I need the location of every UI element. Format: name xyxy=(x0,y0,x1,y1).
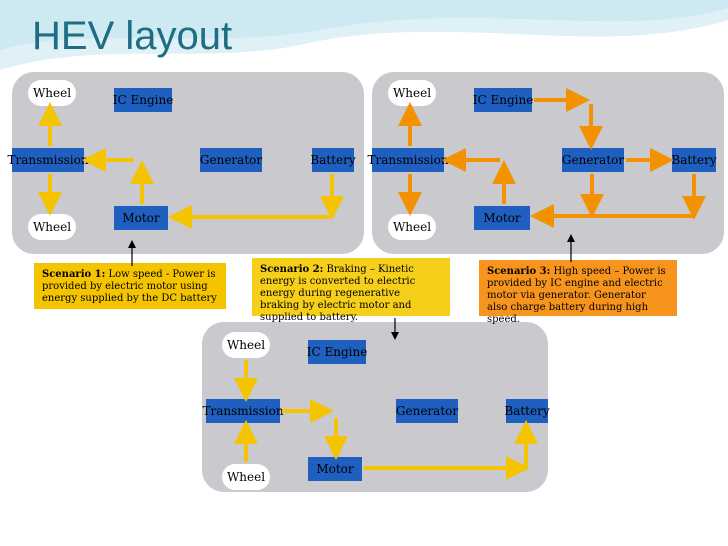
panel3-battery-box: Battery xyxy=(504,399,550,423)
scenario-3-label: Scenario 3: xyxy=(487,266,551,277)
panel2-battery-box: Battery xyxy=(671,148,717,172)
scenario-3-note: Scenario 3: High speed – Power is provid… xyxy=(479,260,677,325)
panel2-wheel-bottom: Wheel xyxy=(388,214,436,240)
panel3-wheel-bottom: Wheel xyxy=(222,464,270,490)
panel2-transmission-box: Transmission xyxy=(367,148,449,172)
scenario-1-label: Scenario 1: xyxy=(42,269,106,280)
panel3-ic-engine-box: IC Engine xyxy=(307,340,367,364)
scenario-2-note: Scenario 2: Braking – Kinetic energy is … xyxy=(252,258,450,323)
panel3-transmission-box: Transmission xyxy=(202,399,284,423)
panel1-motor-box: Motor xyxy=(114,206,168,230)
panel1-battery-box: Battery xyxy=(310,148,356,172)
scenario-1-note: Scenario 1: Low speed - Power is provide… xyxy=(34,263,226,309)
panel1-wheel-top: Wheel xyxy=(28,80,76,106)
panel2-wheel-top: Wheel xyxy=(388,80,436,106)
panel2-motor-box: Motor xyxy=(474,206,530,230)
scenario-2-text: Braking – Kinetic energy is converted to… xyxy=(260,264,416,323)
scenario-1-text: Low speed - Power is provided by electri… xyxy=(42,269,217,304)
header-wave-decoration xyxy=(0,0,728,70)
panel3-wheel-top: Wheel xyxy=(222,332,270,358)
panel1-generator-box: Generator xyxy=(200,148,262,172)
panel1-ic-engine-box: IC Engine xyxy=(113,88,173,112)
panel3-generator-box: Generator xyxy=(396,399,458,423)
panel2-ic-engine-box: IC Engine xyxy=(473,88,533,112)
panel2-generator-box: Generator xyxy=(562,148,624,172)
panel1-wheel-bottom: Wheel xyxy=(28,214,76,240)
page-title: HEV layout xyxy=(32,14,233,58)
panel1-transmission-box: Transmission xyxy=(7,148,89,172)
panel3-motor-box: Motor xyxy=(308,457,362,481)
scenario-3-text: High speed – Power is provided by IC eng… xyxy=(487,266,666,325)
scenario-2-label: Scenario 2: xyxy=(260,264,324,275)
